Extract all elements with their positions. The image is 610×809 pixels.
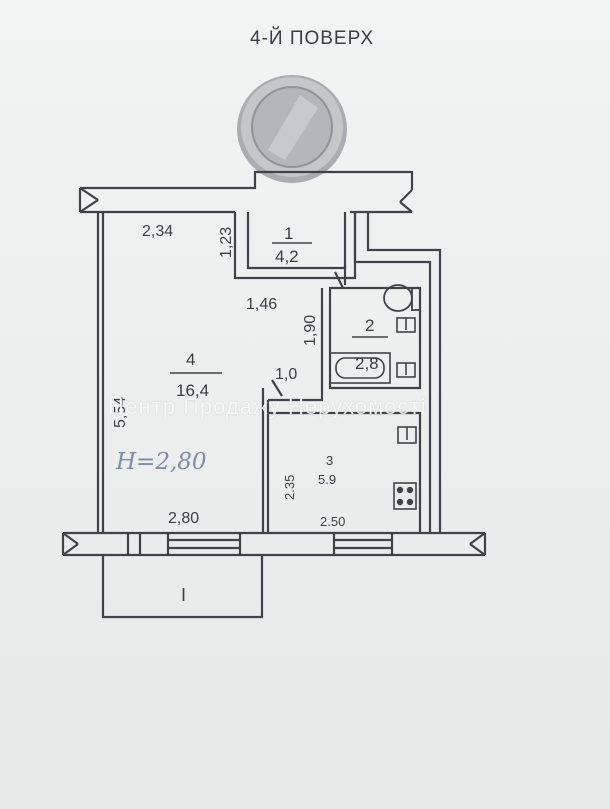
window-room4 bbox=[166, 533, 242, 555]
room3-area: 5.9 bbox=[318, 472, 337, 487]
bathtub-icon bbox=[329, 352, 391, 384]
coin-icon bbox=[237, 75, 347, 183]
dim-door-width: 1,0 bbox=[275, 366, 298, 383]
kitchen-sink-icon bbox=[397, 426, 417, 444]
room3-number: 3 bbox=[326, 453, 334, 468]
dim-corridor-height: 1,23 bbox=[218, 226, 235, 258]
dim-corridor-lower-width: 1,46 bbox=[246, 296, 278, 313]
room4-number: 4 bbox=[186, 350, 196, 369]
toilet-icon bbox=[383, 284, 421, 312]
floor-title: 4-Й ПОВЕРХ bbox=[250, 28, 375, 49]
dim-room4-width-top: 2,34 bbox=[142, 223, 174, 240]
balcony-label: I bbox=[181, 585, 187, 605]
dim-room4-width-bottom: 2,80 bbox=[168, 510, 200, 527]
ceiling-height-note: H=2,80 bbox=[116, 449, 207, 475]
room2-area: 2,8 bbox=[355, 354, 379, 373]
room4-area: 16,4 bbox=[176, 381, 210, 400]
dim-kitchen-width: 2.50 bbox=[320, 514, 346, 529]
sink-icon bbox=[396, 317, 416, 378]
room1-number: 1 bbox=[284, 224, 294, 243]
dim-bath-height: 1,90 bbox=[302, 314, 319, 346]
room2-number: 2 bbox=[365, 316, 375, 335]
dim-kitchen-height: 2.35 bbox=[282, 474, 297, 500]
room1-area: 4,2 bbox=[275, 247, 299, 266]
window-kitchen bbox=[332, 533, 394, 555]
balcony bbox=[101, 555, 264, 619]
watermark: Центр Продажу Нерухомості bbox=[108, 394, 427, 419]
stove-icon bbox=[393, 482, 417, 510]
